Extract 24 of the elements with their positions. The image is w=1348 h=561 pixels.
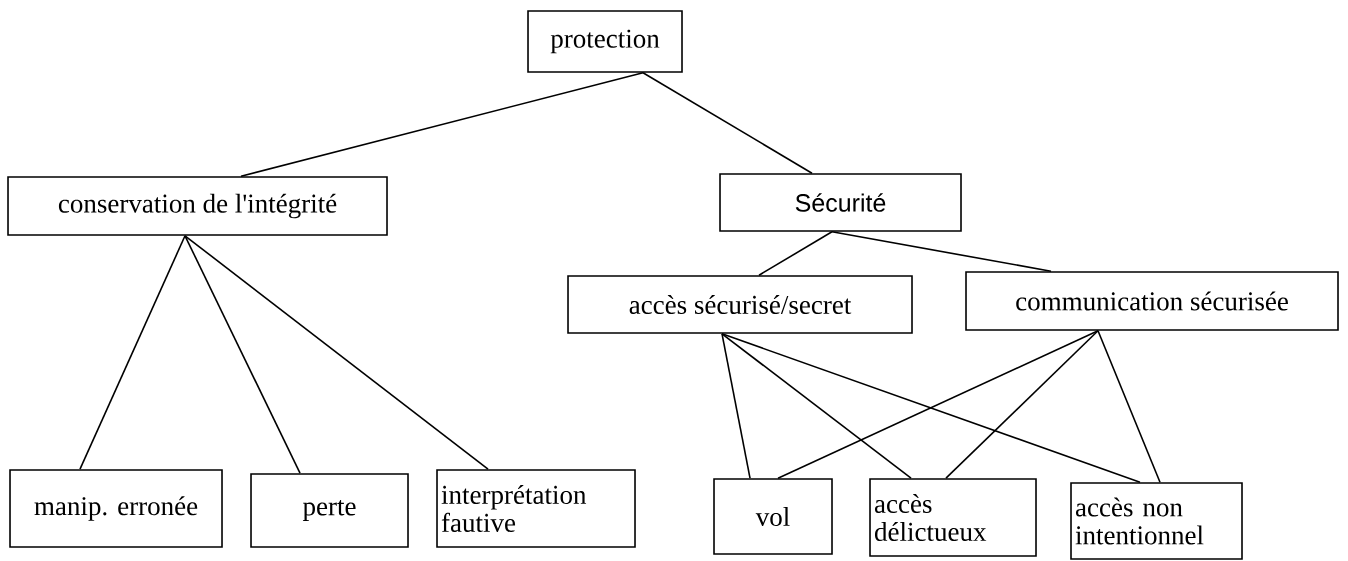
connector-line [79,235,186,470]
concept-box: accès non intentionnel [1070,482,1243,560]
connector-line [240,72,644,177]
concept-box: accès délictueux [869,478,1037,557]
connector-line [777,330,1099,479]
concept-box: manip. erronée [9,469,223,548]
connector-line [721,333,912,479]
connector-line [721,333,1141,483]
connector-line [642,72,813,174]
connector-line [184,235,489,470]
concept-box: perte [250,473,409,548]
connector-line [721,333,751,479]
concept-box: Sécurité [719,173,962,232]
connector-line [184,235,301,474]
connector-line [945,330,1099,479]
connector-line [1097,330,1161,483]
concept-box: vol [713,478,833,555]
concept-box: accès sécurisé/secret [567,275,913,334]
concept-box: interprétation fautive [436,469,636,548]
concept-box: communication sécurisée [965,271,1339,331]
concept-box: protection [527,10,683,73]
connector-line [831,231,1052,272]
connector-line [758,231,833,276]
concept-box: conservation de l'intégrité [7,176,388,236]
